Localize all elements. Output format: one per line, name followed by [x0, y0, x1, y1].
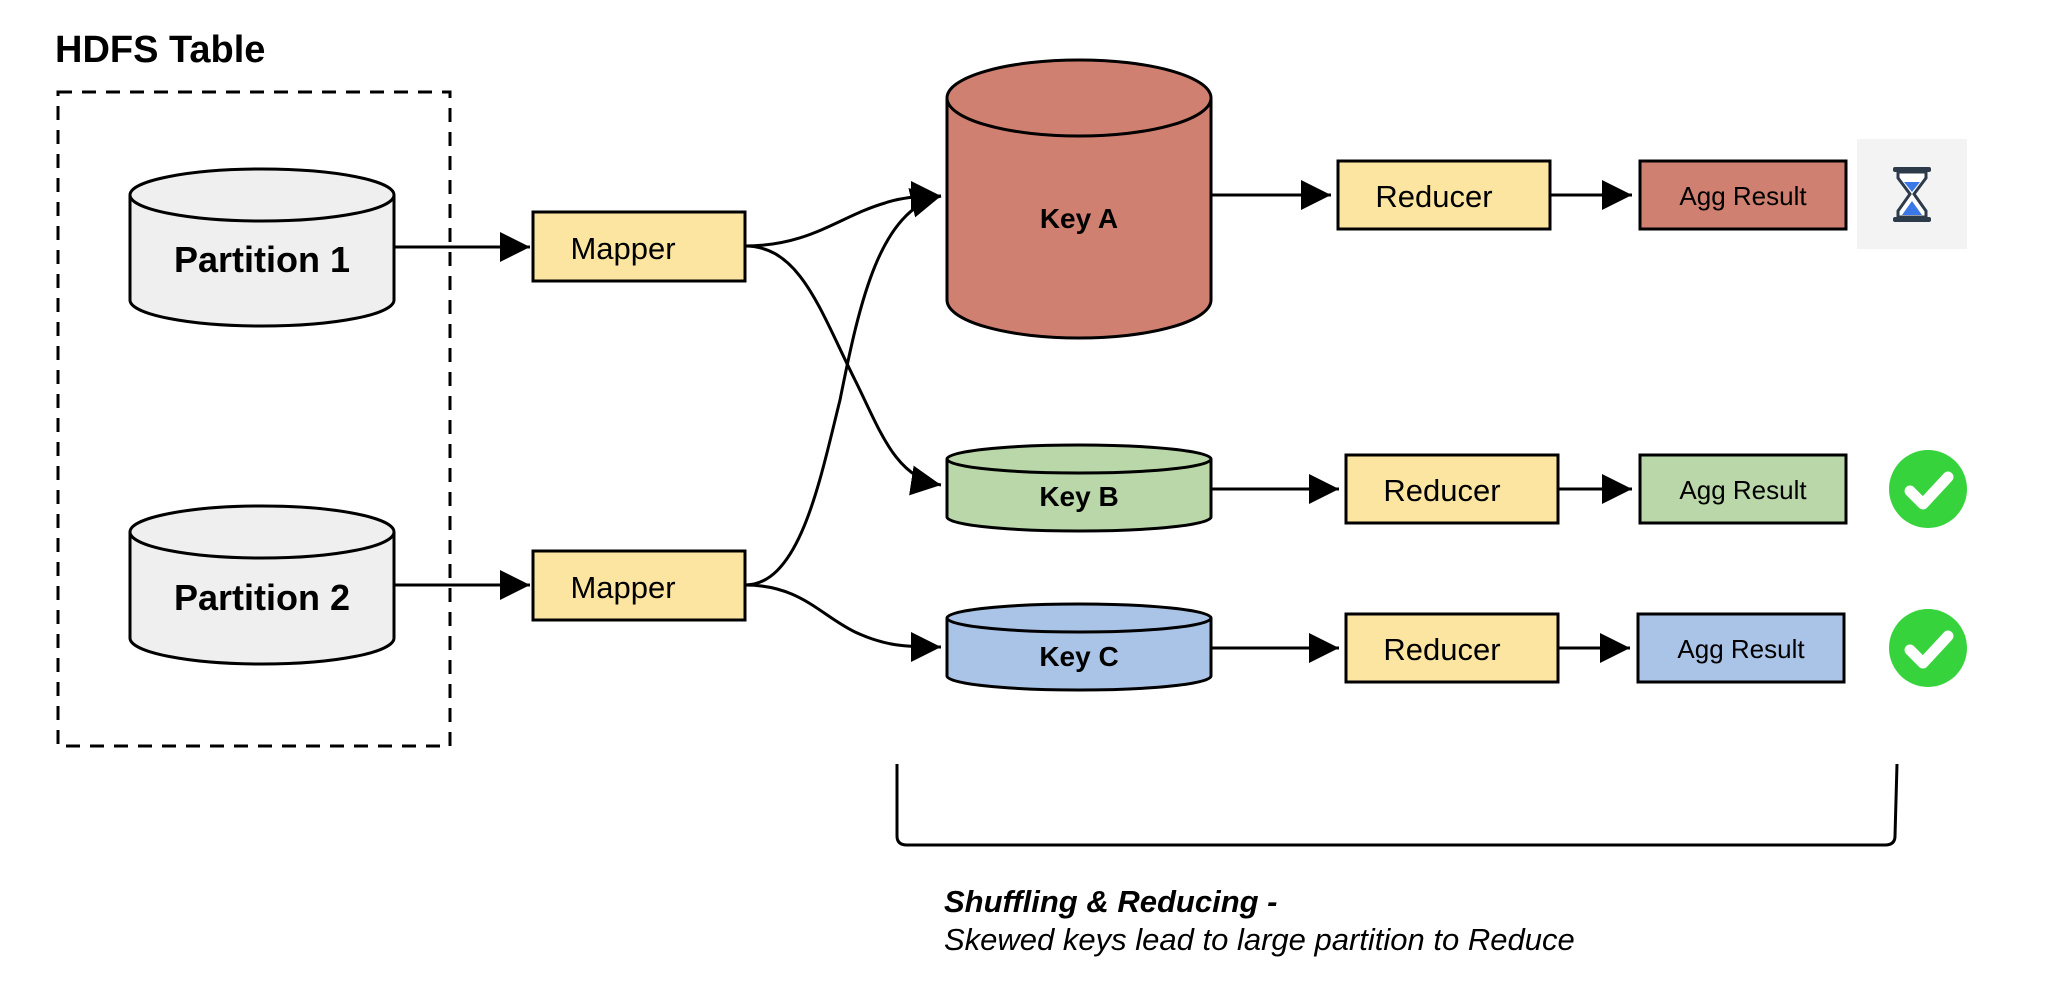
agg-result-b-label: Agg Result [1679, 475, 1807, 505]
agg-result-b-box: Agg Result [1638, 453, 1848, 525]
partition-2-cylinder: Partition 2 [128, 504, 396, 666]
caption-body: Skewed keys lead to large partition to R… [944, 922, 1575, 957]
hourglass-icon [1857, 139, 1967, 249]
mapper-1-label: Mapper [570, 231, 675, 266]
key-b-cylinder: Key B [945, 443, 1213, 533]
key-a-label: Key A [1040, 203, 1118, 234]
agg-result-c-label: Agg Result [1677, 634, 1805, 664]
key-a-cylinder: Key A [945, 58, 1213, 340]
check-circle-icon [1889, 450, 1967, 528]
reducer-b-label: Reducer [1383, 473, 1500, 508]
partition-1-label: Partition 1 [174, 239, 350, 280]
key-b-label: Key B [1039, 481, 1118, 512]
mapper-1-to-key-b-arrow [744, 244, 942, 496]
agg-result-a-label: Agg Result [1679, 181, 1807, 211]
key-c-label: Key C [1039, 641, 1118, 672]
mapper-1-box: Mapper [531, 210, 747, 283]
check-circle-icon [1889, 609, 1967, 687]
caption-heading: Shuffling & Reducing - [944, 884, 1278, 919]
mapper-2-label: Mapper [570, 570, 675, 605]
hdfs-table-container [56, 90, 452, 748]
agg-result-c-box: Agg Result [1636, 612, 1846, 684]
reducer-b-box: Reducer [1344, 453, 1560, 525]
mapper-2-to-key-a-arrow [744, 188, 942, 587]
mapper-1-to-key-a-arrow [744, 181, 942, 248]
diagram-title: HDFS Table [55, 29, 265, 71]
reducer-c-box: Reducer [1344, 612, 1560, 684]
mapper-2-to-key-c-arrow [744, 583, 942, 662]
key-c-cylinder: Key C [945, 602, 1213, 692]
mapper-2-box: Mapper [531, 549, 747, 622]
partition-1-cylinder: Partition 1 [128, 167, 396, 328]
reducer-c-label: Reducer [1383, 632, 1500, 667]
reducer-a-box: Reducer [1336, 159, 1552, 231]
reducer-a-label: Reducer [1375, 179, 1492, 214]
shuffle-reduce-brace [895, 763, 1899, 847]
partition-2-label: Partition 2 [174, 577, 350, 618]
agg-result-a-box: Agg Result [1638, 159, 1848, 231]
